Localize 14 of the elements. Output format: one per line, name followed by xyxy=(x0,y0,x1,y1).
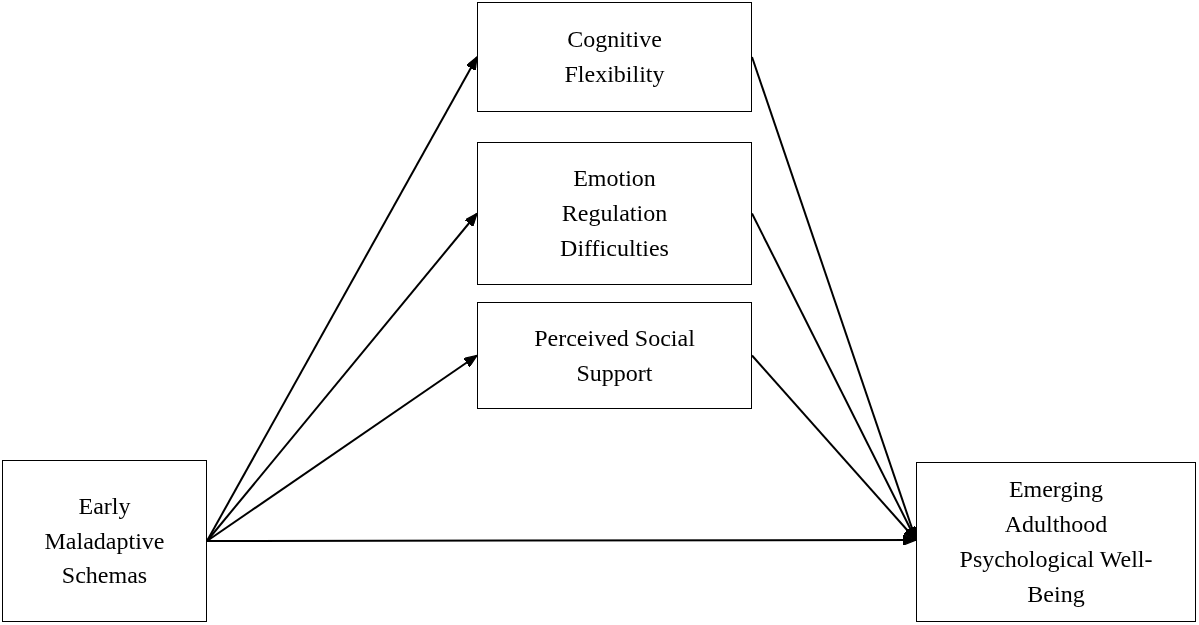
node-label: Emerging Adulthood Psychological Well-Being xyxy=(958,475,1154,609)
node-label: Early Maladaptive Schemas xyxy=(43,491,166,591)
text-box xyxy=(477,142,752,285)
arrow xyxy=(206,212,478,542)
arrow xyxy=(751,354,917,541)
arrow xyxy=(206,354,478,542)
text-box xyxy=(2,460,207,622)
text-box xyxy=(916,462,1196,622)
node-label: Cognitive Flexibility xyxy=(563,25,666,89)
node-label: Emotion Regulation Difficulties xyxy=(559,164,670,263)
text-box xyxy=(477,302,752,409)
node-label: Perceived Social Support xyxy=(533,323,696,388)
text-box xyxy=(477,2,752,112)
arrow xyxy=(206,534,917,546)
